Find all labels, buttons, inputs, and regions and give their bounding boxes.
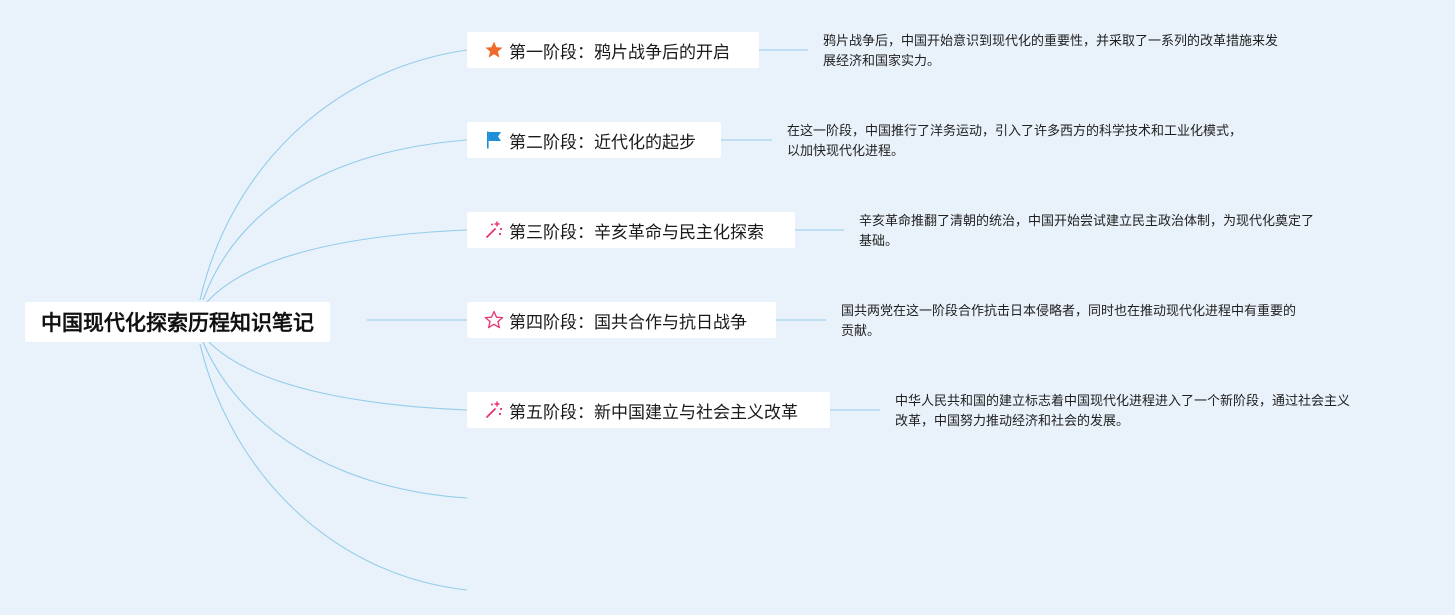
star-outline-icon bbox=[484, 310, 504, 330]
connector-empty-6 bbox=[202, 341, 468, 499]
flag-icon bbox=[484, 130, 504, 150]
note-line: 贡献。 bbox=[841, 324, 881, 339]
root-topic-title: 中国现代化探索历程知识笔记 bbox=[41, 311, 314, 335]
branch-stage-1[interactable]: 第一阶段：鸦片战争后的开启 bbox=[467, 32, 759, 68]
connector-branch-5 bbox=[206, 339, 468, 411]
connector-branch-1 bbox=[199, 49, 468, 301]
connector-branch-2 bbox=[202, 139, 468, 301]
note-stage-3: 辛亥革命推翻了清朝的统治，中国开始尝试建立民主政治体制，为现代化奠定了 基础。 bbox=[859, 212, 1314, 252]
branch-stage-3[interactable]: 第三阶段：辛亥革命与民主化探索 bbox=[467, 212, 795, 248]
note-line: 基础。 bbox=[859, 234, 899, 249]
branch-label: 第五阶段：新中国建立与社会主义改革 bbox=[509, 402, 798, 423]
star-filled-icon bbox=[484, 40, 504, 60]
note-line: 辛亥革命推翻了清朝的统治，中国开始尝试建立民主政治体制，为现代化奠定了 bbox=[859, 214, 1315, 229]
magic-wand-icon bbox=[484, 220, 504, 240]
note-line: 在这一阶段，中国推行了洋务运动，引入了许多西方的科学技术和工业化模式， bbox=[787, 124, 1243, 139]
note-stage-1: 鸦片战争后，中国开始意识到现代化的重要性，并采取了一系列的改革措施来发 展经济和… bbox=[823, 32, 1278, 72]
root-topic[interactable]: 中国现代化探索历程知识笔记 bbox=[25, 302, 330, 342]
branch-stage-4[interactable]: 第四阶段：国共合作与抗日战争 bbox=[467, 302, 776, 338]
note-line: 以加快现代化进程。 bbox=[787, 144, 905, 159]
branch-stage-2[interactable]: 第二阶段：近代化的起步 bbox=[467, 122, 721, 158]
note-line: 国共两党在这一阶段合作抗击日本侵略者，同时也在推动现代化进程中有重要的 bbox=[841, 304, 1297, 319]
note-line: 展经济和国家实力。 bbox=[823, 54, 941, 69]
branch-label: 第一阶段：鸦片战争后的开启 bbox=[509, 42, 730, 63]
branch-label: 第二阶段：近代化的起步 bbox=[509, 132, 696, 153]
note-stage-2: 在这一阶段，中国推行了洋务运动，引入了许多西方的科学技术和工业化模式， 以加快现… bbox=[787, 122, 1242, 162]
note-line: 改革，中国努力推动经济和社会的发展。 bbox=[895, 414, 1130, 429]
note-line: 鸦片战争后，中国开始意识到现代化的重要性，并采取了一系列的改革措施来发 bbox=[823, 34, 1279, 49]
connector-empty-7 bbox=[199, 343, 468, 591]
note-stage-4: 国共两党在这一阶段合作抗击日本侵略者，同时也在推动现代化进程中有重要的 贡献。 bbox=[841, 302, 1296, 342]
branch-label: 第四阶段：国共合作与抗日战争 bbox=[509, 312, 747, 333]
magic-wand-icon bbox=[484, 400, 504, 420]
branch-label: 第三阶段：辛亥革命与民主化探索 bbox=[509, 222, 764, 243]
branch-stage-5[interactable]: 第五阶段：新中国建立与社会主义改革 bbox=[467, 392, 830, 428]
note-line: 中华人民共和国的建立标志着中国现代化进程进入了一个新阶段，通过社会主义 bbox=[895, 394, 1351, 409]
note-stage-5: 中华人民共和国的建立标志着中国现代化进程进入了一个新阶段，通过社会主义 改革，中… bbox=[895, 392, 1350, 432]
connector-branch-3 bbox=[206, 229, 468, 303]
